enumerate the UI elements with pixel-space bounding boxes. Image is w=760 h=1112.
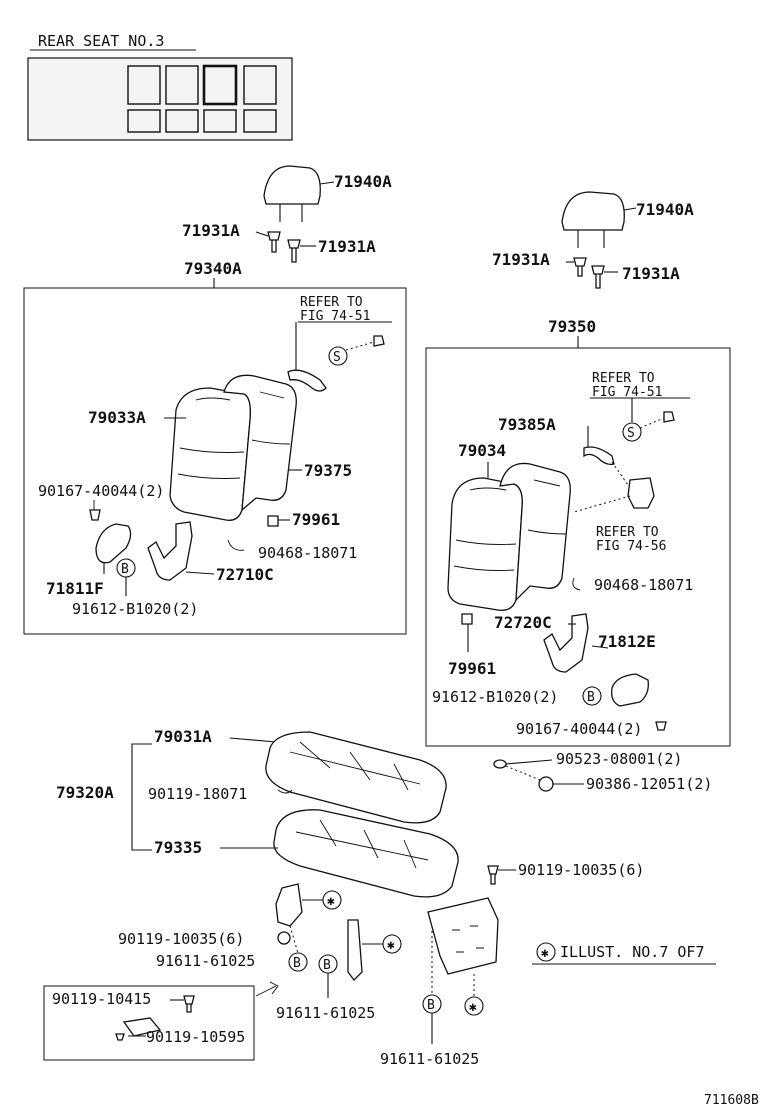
label-left-bolt: 90167-40044(2) [38,482,164,500]
label-cushion-pad: 79335 [154,838,202,857]
header-title: REAR SEAT NO.3 [38,32,164,50]
label-cushion-nut-left: 91611-61025 [156,952,255,970]
right-hinge-shape [543,613,589,673]
label-right-trim: 71812E [598,632,656,651]
label-cushion-nut-mid: 91611-61025 [276,1004,375,1022]
label-left-guide: 79961 [292,510,340,529]
right-guide-shape [461,613,473,625]
right-symbol-b: B [587,690,595,705]
right-refer-line2: FIG 74-51 [592,385,662,400]
left-hinge-shape [147,521,193,581]
label-inset-bolt2: 90119-10595 [146,1028,245,1046]
label-cushion-bolt-left: 90119-10035(6) [118,930,244,948]
cushion-cover-shape [265,731,447,824]
label-left-cover: 79033A [88,408,146,427]
label-right-guide: 79961 [448,659,496,678]
cushion-bolt-left-shape [277,931,291,945]
note-star: ✱ [541,946,549,961]
left-trim-shape [95,523,132,564]
washer-shape [493,759,507,769]
left-clip-small [373,335,385,347]
cushion-right-bracket [427,897,499,975]
left-headrest-group: 71940A 71931A 71931A 79340A [182,165,392,278]
label-left-trim: 71811F [46,579,104,598]
cushion-star-2: ✱ [387,938,395,953]
screw-shape [538,776,554,792]
label-left-support-b: 71931A [318,237,376,256]
label-left-headrest: 71940A [334,172,392,191]
cushion-pad-shape [273,809,459,898]
left-symbol-s: S [333,350,341,365]
right-hardware: 90523-08001(2) 90386-12051(2) [493,750,712,793]
label-left-nut: 91612-B1020(2) [72,600,198,618]
right-headrest-shape [561,191,625,231]
cushion-bolt-right-shape [487,865,499,885]
headrest-shape [263,165,321,205]
right-support-left-shape [573,257,587,277]
cushion-mid-strap [347,919,363,981]
right-headrest-group: 71940A 71931A 71931A 79350 [492,191,694,336]
right-trim-shape [611,673,649,707]
label-right-headrest: 71940A [636,200,694,219]
label-note: ILLUST. NO.7 OF7 [560,943,705,961]
inset-bolt1-shape [183,995,195,1013]
seat-cushion-group: 79031A 79320A 90119-18071 79335 90119-10… [56,727,716,1068]
right-clip-small [663,411,675,423]
label-right-washer: 90523-08001(2) [556,750,682,768]
label-right-support-a: 71931A [492,250,550,269]
inset-box: 90119-10415 90119-10595 [43,981,279,1061]
label-right-bolt: 90167-40044(2) [516,720,642,738]
left-seatback-cover-shape [169,387,252,521]
label-right-clip: 90468-18071 [594,576,693,594]
cushion-b-bottom: B [427,998,435,1013]
right-refer2-line2: FIG 74-56 [596,539,666,554]
right-refer-line1: REFER TO [592,371,655,386]
left-refer-line2: FIG 74-51 [300,309,370,324]
right-cover-clip [627,477,655,509]
label-left-clip: 90468-18071 [258,544,357,562]
footer-code: 711608B [704,1093,759,1108]
left-guide-shape [267,515,279,527]
cushion-b-mid: B [323,958,331,973]
support-right-shape [287,239,301,263]
label-inset-bolt1: 90119-10415 [52,990,151,1008]
cushion-star-3: ✱ [469,1000,477,1015]
right-bolt-shape [655,721,667,731]
label-cushion-hogring: 90119-18071 [148,785,247,803]
left-bolt-shape [89,509,101,521]
right-support-right-shape [591,265,605,289]
inset-bracket-shape [122,1017,162,1037]
label-right-support-b: 71931A [622,264,680,283]
label-left-pad: 79375 [304,461,352,480]
label-right-frame: 79385A [498,415,556,434]
label-right-screw: 90386-12051(2) [586,775,712,793]
left-armrest-strap [287,369,327,392]
label-cushion-cover: 79031A [154,727,212,746]
inset-bolt2-shape [115,1033,125,1041]
label-cushion-bolt-right: 90119-10035(6) [518,861,644,879]
right-refer2-line1: REFER TO [596,525,659,540]
label-left-assembly: 79340A [184,259,242,278]
header-thumbnail: REAR SEAT NO.3 [27,32,293,141]
right-seatback-box: REFER TO FIG 74-51 S 79385A 79034 REFER … [425,336,731,747]
label-cushion-nut-bottom: 91611-61025 [380,1050,479,1068]
label-right-hinge: 72720C [494,613,552,632]
label-right-nut: 91612-B1020(2) [432,688,558,706]
cushion-b-left: B [293,956,301,971]
label-right-cover: 79034 [458,441,506,460]
cushion-star-1: ✱ [327,894,335,909]
left-symbol-b: B [121,562,129,577]
support-left-shape [267,231,281,253]
cushion-left-bracket [275,883,303,927]
label-left-hinge: 72710C [216,565,274,584]
label-left-support-a: 71931A [182,221,240,240]
label-right-assembly: 79350 [548,317,596,336]
left-seatback-pad-shape [223,374,297,512]
label-cushion-assembly: 79320A [56,783,114,802]
left-seatback-box: REFER TO FIG 74-51 S 79033A 79375 90167-… [23,278,407,635]
right-armrest-strap [583,446,615,466]
right-symbol-s: S [627,426,635,441]
left-refer-line1: REFER TO [300,295,363,310]
